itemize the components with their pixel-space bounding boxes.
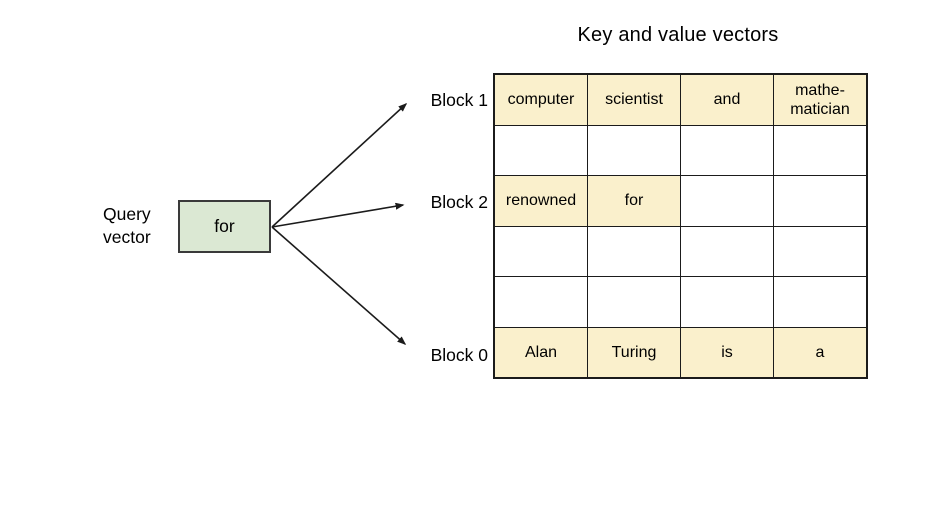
table-cell: for (587, 175, 681, 227)
table-cell (493, 124, 588, 176)
table-cell (773, 225, 868, 277)
table-cell (773, 124, 868, 176)
table-cell: mathe- matician (773, 73, 868, 126)
table-cell: Alan (493, 326, 588, 379)
table-cell (587, 225, 681, 277)
table-row: computer scientist and mathe- matician (493, 73, 868, 126)
table-row (493, 225, 868, 277)
diagram-title: Key and value vectors (577, 24, 779, 46)
table-cell (587, 276, 681, 328)
arrow-to-block-2 (271, 202, 405, 228)
table-cell (680, 276, 774, 328)
table-cell: scientist (587, 73, 681, 126)
query-vector-value: for (214, 216, 235, 236)
table-row (493, 276, 868, 328)
table-row (493, 124, 868, 176)
block-2-label: Block 2 (430, 192, 488, 212)
table-cell (773, 276, 868, 328)
arrow-to-block-0 (271, 226, 407, 345)
table-row: renowned for (493, 175, 868, 227)
key-value-table: computer scientist and mathe- matician r… (493, 73, 868, 379)
table-cell: computer (493, 73, 588, 126)
query-vector-label: Query vector (103, 204, 151, 247)
table-cell (493, 276, 588, 328)
table-cell (680, 124, 774, 176)
table-cell: and (680, 73, 774, 126)
arrow-to-block-1 (271, 102, 408, 228)
table-cell: is (680, 326, 774, 379)
query-vector-box: for (178, 200, 271, 253)
table-cell (493, 225, 588, 277)
table-cell (773, 175, 868, 227)
table-row: Alan Turing is a (493, 326, 868, 379)
table-cell: renowned (493, 175, 588, 227)
table-cell (587, 124, 681, 176)
block-0-label: Block 0 (430, 345, 488, 365)
table-cell (680, 225, 774, 277)
table-cell: a (773, 326, 868, 379)
block-1-label: Block 1 (430, 90, 488, 110)
table-cell (680, 175, 774, 227)
table-cell: Turing (587, 326, 681, 379)
